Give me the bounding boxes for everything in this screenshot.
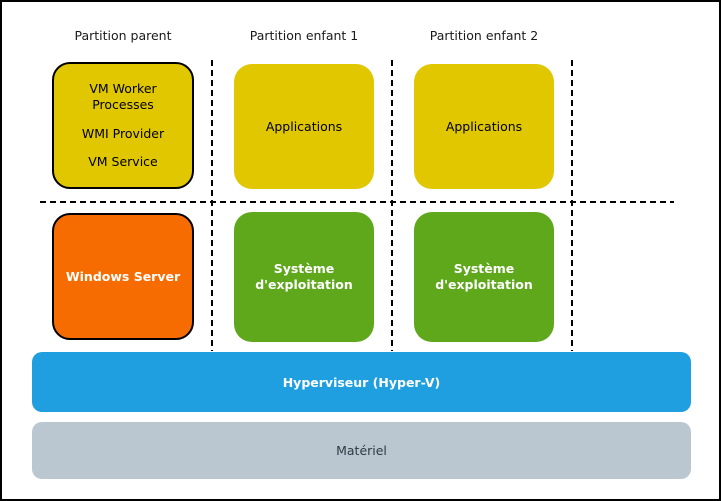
parent-services-box: VM Worker Processes WMI Provider VM Serv… (52, 62, 194, 189)
windows-server-box: Windows Server (52, 213, 194, 340)
os-box-child2: Système d'exploitation (414, 212, 554, 342)
column-header-partition-enfant-2: Partition enfant 2 (429, 28, 539, 43)
hypervisor-bar: Hyperviseur (Hyper-V) (32, 352, 691, 412)
parent-services-list: VM Worker Processes WMI Provider VM Serv… (63, 81, 183, 170)
partition-divider-3 (571, 60, 573, 351)
vm-worker-processes-label: VM Worker Processes (89, 81, 157, 112)
hardware-bar: Matériel (32, 422, 691, 479)
column-header-partition-enfant-1: Partition enfant 1 (249, 28, 359, 43)
layer-divider (40, 201, 674, 203)
os-box-child1: Système d'exploitation (234, 212, 374, 342)
applications-box-child2: Applications (414, 64, 554, 189)
partition-divider-1 (211, 60, 213, 351)
column-header-partition-parent: Partition parent (74, 28, 172, 43)
applications-box-child1: Applications (234, 64, 374, 189)
partition-divider-2 (391, 60, 393, 351)
wmi-provider-label: WMI Provider (81, 125, 165, 141)
vm-service-label: VM Service (88, 154, 158, 170)
